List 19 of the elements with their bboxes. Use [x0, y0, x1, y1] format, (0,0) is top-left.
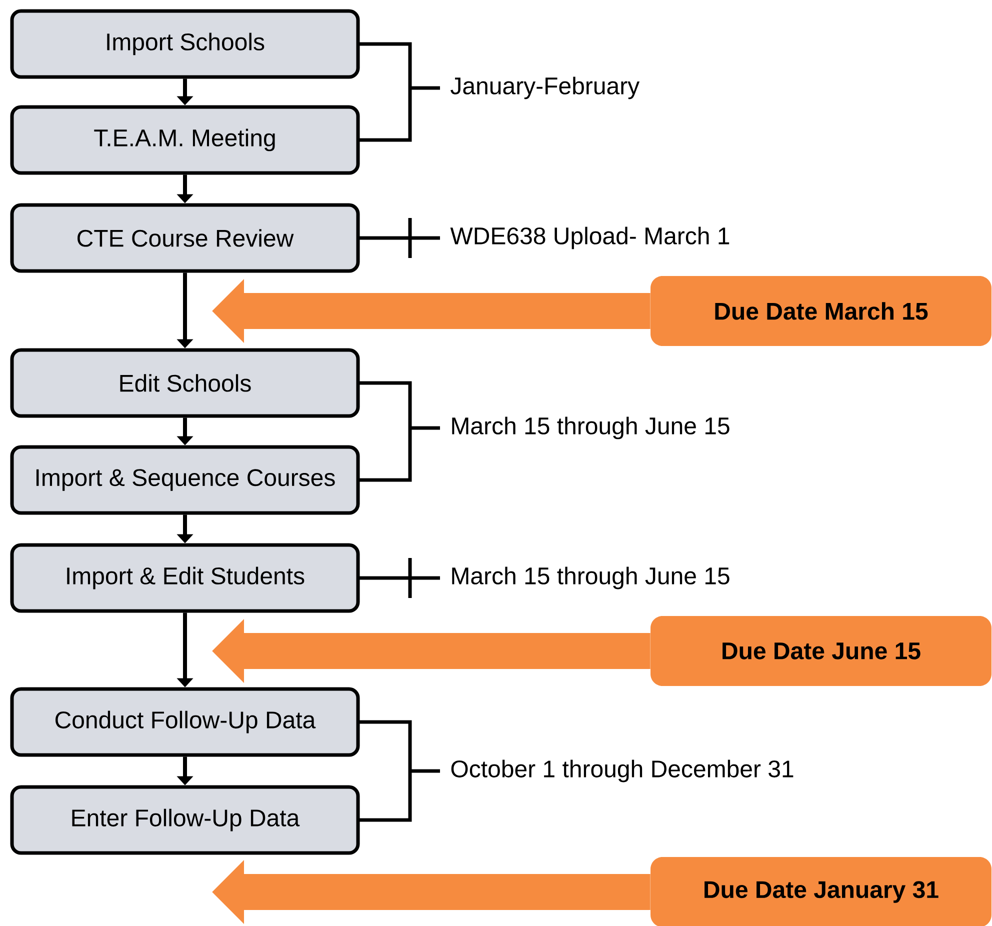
due-date-badge: Due Date January 31 [650, 857, 992, 926]
date-label: January-February [450, 76, 640, 100]
node-label: Due Date June 15 [722, 642, 920, 660]
process-box: Import Schools [10, 9, 360, 79]
node-label: Due Date January 31 [704, 881, 938, 903]
process-box: T.E.A.M. Meeting [10, 105, 360, 175]
due-date-badge: Due Date June 15 [650, 616, 992, 686]
process-box: Edit Schools [10, 348, 360, 418]
date-label: March 15 through June 15 [452, 566, 730, 590]
date-label: March 15 through June 15 [452, 416, 730, 440]
date-label: WDE638 Upload- March 1 [450, 226, 730, 250]
due-date-badge: Due Date March 15 [650, 276, 992, 346]
process-box: Import & Edit Students [10, 543, 360, 613]
date-label: October 1 through December 31 [451, 760, 794, 782]
process-box: CTE Course Review [10, 203, 360, 273]
process-box: Conduct Follow-Up Data [10, 687, 360, 757]
process-box: Enter Follow-Up Data [10, 785, 360, 855]
process-box: Import & Sequence Courses [10, 445, 360, 515]
node-label: Due Date March 15 [715, 302, 928, 320]
